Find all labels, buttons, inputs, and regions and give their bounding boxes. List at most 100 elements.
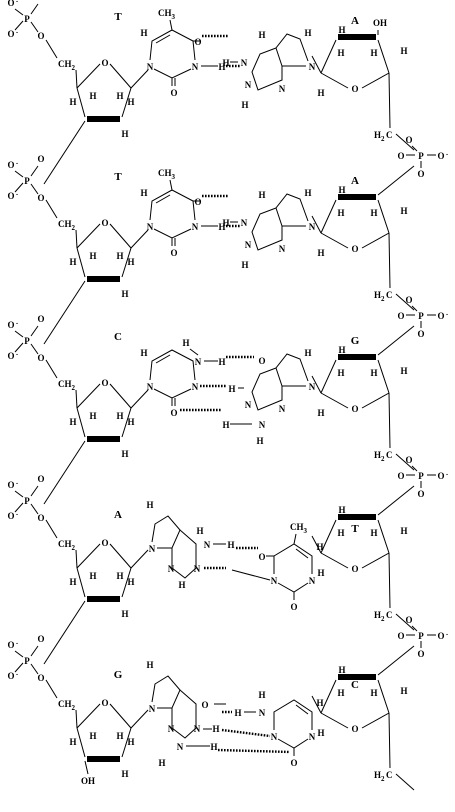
left-sugar-2-h-c4: H (69, 417, 76, 427)
left-sugar-4-bond-to-o (45, 679, 58, 699)
right-base-0-h8: H (304, 28, 311, 38)
right-base-3-o2: O (290, 602, 297, 612)
phosphate-left-0-charge-bottom: - (16, 28, 19, 36)
phosphate-left-4-bond (30, 645, 39, 657)
phosphate-right-3-charge: - (446, 630, 449, 638)
left-sugar-1-h-c2-a: H (116, 251, 123, 261)
left-base-4-h2b: H (210, 742, 217, 752)
left-sugar-0-bond (76, 63, 101, 89)
phosphate-right-0-o-left: O (397, 151, 404, 161)
left-base-4-letter: G (114, 669, 123, 681)
left-sugar-3-bond-to-o (43, 600, 86, 665)
right-sugar-0-h-c2-a: H (338, 25, 345, 35)
phosphate-left-1-p-atom: P (24, 176, 30, 186)
right-base-1-h6a: H (258, 190, 265, 200)
left-sugar-4-bond (76, 727, 86, 758)
left-base-2-ring (153, 388, 192, 399)
right-base-1-n6: N (241, 218, 248, 228)
right-base-4-o2: O (290, 758, 297, 768)
right-sugar-1-bond (377, 199, 390, 234)
phosphate-left-1-bond (30, 165, 39, 177)
left-base-2-o2: O (170, 408, 177, 418)
left-base-0-ring (153, 68, 192, 79)
phosphate-right-0-o-anion-right: O (437, 151, 444, 161)
phosphate-left-2-bond (14, 342, 24, 353)
left-sugar-1-o-ring: O (101, 218, 108, 228)
phosphate-right-2-p-atom: P (418, 471, 424, 481)
backbone-bonds (14, 3, 436, 791)
left-sugar-4-h-c4: H (69, 737, 76, 747)
right-base-4-letter: C (351, 679, 359, 691)
right-sugar-0-glycosidic (311, 55, 322, 74)
right-sugar-2-bond-to-o (377, 325, 415, 356)
left-sugar-1-h-c2-b: H (121, 289, 128, 299)
right-sugar-1-h-c4: H (400, 206, 407, 216)
phosphate-right-1-o-bottom: O (417, 329, 424, 339)
right-base-2-pyrimidine (251, 367, 283, 411)
right-sugar-2-glycosidic (311, 375, 322, 394)
left-sugar-0-h-c2-a: H (116, 91, 123, 101)
phosphate-left-1-o-anion-top: O (7, 160, 14, 170)
right-sugar-3-bond (377, 519, 390, 554)
left-base-2-h6: H (140, 348, 147, 358)
left-base-2-letter: C (114, 331, 122, 343)
left-sugar-3-h-c4: H (69, 577, 76, 587)
right-sugar-2-bond-to-o (395, 453, 415, 471)
left-sugar-1-h-c4: H (69, 257, 76, 267)
phosphate-left-4-o-anion-bottom: O (7, 671, 14, 681)
left-sugar-4-h-c1: H (127, 737, 134, 747)
right-sugar-0-h2c: H2 (374, 130, 385, 143)
phosphate-left-0-bond (14, 8, 24, 16)
left-sugar-1-bond (121, 247, 132, 278)
phosphate-left-2-o-anion-top: O (7, 320, 14, 330)
right-sugar-4-h-c2-b: H (337, 688, 344, 698)
left-base-2-h4b: H (218, 357, 225, 367)
left-sugar-3-bond-to-o (45, 519, 58, 539)
right-base-2-n3: N (279, 404, 286, 414)
left-base-0-o4: O (194, 37, 201, 47)
phosphate-left-2-bond (30, 325, 39, 337)
pair-3-bond-bottom (231, 569, 271, 581)
left-sugar-4-hydroxyl: OH (81, 776, 95, 786)
phosphate-left-2-o-double: O (37, 314, 44, 324)
right-sugar-3-o-ring: O (351, 564, 358, 574)
left-base-0-letter: T (114, 11, 122, 23)
left-base-3-imidazole (151, 515, 181, 549)
left-sugar-1-bond-to-o (45, 199, 58, 219)
right-base-1-letter: A (351, 175, 359, 187)
right-sugar-1-bond (361, 232, 390, 249)
right-sugar-0-bond (377, 39, 390, 74)
left-sugar-4-h-c3: H (89, 731, 96, 741)
left-base-2-n1: N (147, 382, 154, 392)
left-sugar-4-o-ring: O (101, 698, 108, 708)
phosphate-right-0-o-top: O (405, 135, 412, 145)
right-base-0-h6b: H (222, 58, 229, 68)
left-sugar-4-h-c2-b: H (121, 769, 128, 779)
left-sugar-1-h-c1: H (127, 257, 134, 267)
right-sugar-2-h-c4: H (400, 366, 407, 376)
left-base-1-bond (169, 179, 173, 191)
phosphate-right-3-o-bottom: O (417, 649, 424, 659)
phosphate-right-2-bond (411, 465, 418, 472)
left-sugar-1-bond (75, 229, 78, 249)
left-base-1-h3: H (218, 222, 225, 232)
phosphate-left-0-bond (30, 21, 39, 33)
right-sugar-0-bond (320, 72, 349, 89)
left-sugar-4-bond (75, 709, 78, 729)
right-base-2-o6: O (258, 356, 265, 366)
left-base-0-bond (169, 19, 173, 31)
left-sugar-0-bond (75, 69, 78, 89)
right-base-0-pyrimidine (251, 47, 283, 91)
left-base-0-h6: H (140, 28, 147, 38)
right-base-3-o4: O (258, 552, 265, 562)
right-base-2-n9: N (309, 382, 316, 392)
left-base-3-h6b: H (227, 540, 234, 550)
left-base-0-h3: H (218, 62, 225, 72)
left-sugar-2-bond-to-o (43, 440, 86, 505)
right-base-3-n1: N (309, 576, 316, 586)
left-sugar-2-o-ring: O (101, 378, 108, 388)
left-base-0-ring (149, 29, 196, 61)
right-sugar-1-h2c: H2 (374, 290, 385, 303)
phosphate-left-3-o-double: O (37, 474, 44, 484)
phosphate-left-2-charge-top: - (16, 319, 19, 327)
